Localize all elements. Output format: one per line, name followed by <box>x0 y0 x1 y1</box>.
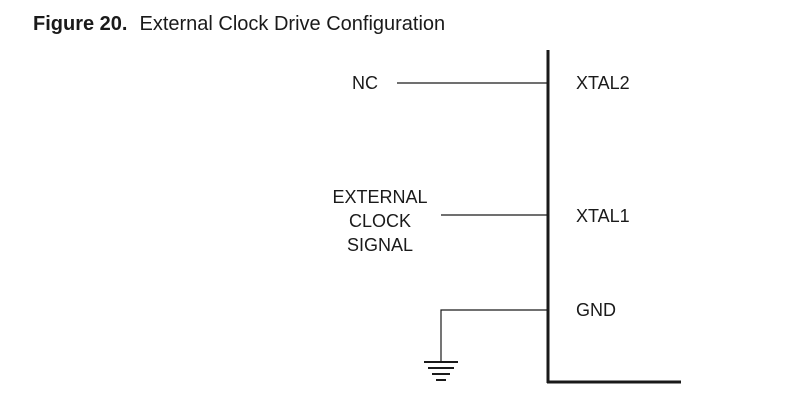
pin-label-xtal2: XTAL2 <box>576 73 630 93</box>
external-clock-signal-label: EXTERNAL CLOCK SIGNAL <box>318 185 442 257</box>
figure-number: Figure 20. <box>33 13 128 35</box>
nc-label: NC <box>352 73 378 93</box>
ground-symbol-icon <box>424 361 458 381</box>
figure-title: External Clock Drive Configuration <box>139 13 446 35</box>
external-clock-line-2: CLOCK <box>348 211 411 231</box>
external-clock-line-1: EXTERNAL <box>332 187 428 207</box>
pin-label-xtal1: XTAL1 <box>576 206 630 226</box>
external-clock-line-3: SIGNAL <box>346 235 414 255</box>
figure-caption: Figure 20. External Clock Drive Configura… <box>33 13 445 36</box>
gnd-wire <box>440 309 548 362</box>
pin-label-gnd: GND <box>576 300 616 320</box>
